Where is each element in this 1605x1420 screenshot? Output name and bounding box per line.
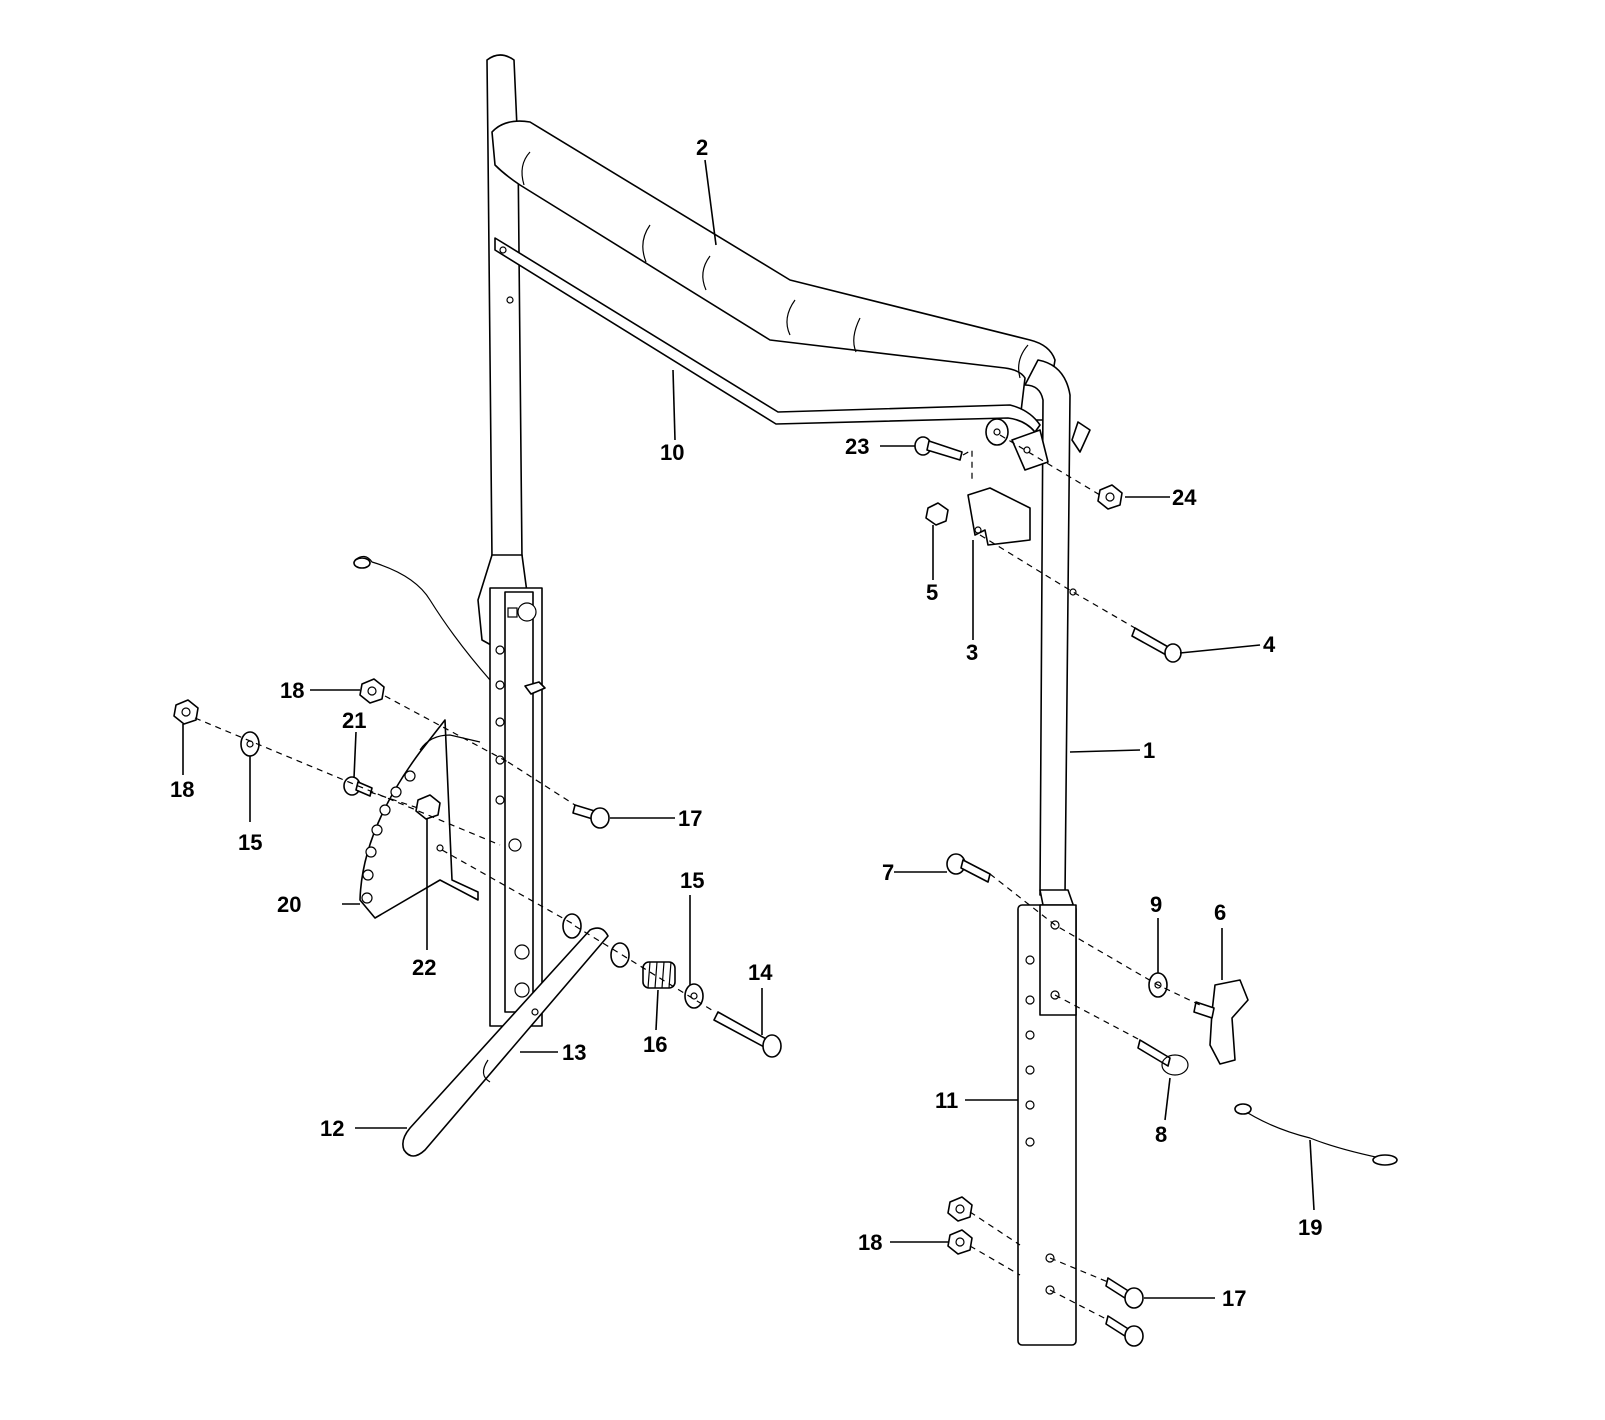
callout-17-left: 17 (678, 806, 702, 831)
bolt-4 (1131, 627, 1182, 663)
knob-6 (1193, 979, 1249, 1065)
washer-lever (562, 913, 630, 968)
bracket (967, 487, 1031, 546)
callout-18-right: 18 (858, 1230, 882, 1255)
callout-10: 10 (660, 440, 684, 465)
leader-lines (182, 159, 1315, 1299)
bolt-17-right-b (1105, 1315, 1144, 1347)
callout-19: 19 (1298, 1215, 1322, 1240)
cable-19 (1234, 1103, 1398, 1166)
bolt-7 (946, 853, 991, 883)
assembly-lines (194, 434, 1201, 1321)
nut-24 (1097, 484, 1123, 510)
callout-9: 9 (1150, 892, 1162, 917)
callout-18-left: 18 (170, 777, 194, 802)
callout-5: 5 (926, 580, 938, 605)
spring-16 (642, 961, 676, 989)
handle-bar (486, 54, 1056, 561)
sector-plate (359, 719, 481, 919)
callout-labels: 2 10 23 24 5 3 4 1 18 18 21 15 20 22 17 … (170, 135, 1322, 1311)
callout-15-right: 15 (680, 868, 704, 893)
callout-12: 12 (320, 1116, 344, 1141)
bolt-14 (713, 1011, 782, 1058)
right-upright (1017, 359, 1077, 1346)
callout-11: 11 (935, 1088, 958, 1113)
callout-15-left: 15 (238, 830, 262, 855)
washer-15-right (684, 983, 704, 1009)
callout-24: 24 (1172, 485, 1197, 510)
pin-8 (1137, 1039, 1189, 1076)
callout-4: 4 (1263, 632, 1276, 657)
callout-22: 22 (412, 955, 436, 980)
callout-1: 1 (1143, 738, 1155, 763)
callout-8: 8 (1155, 1122, 1167, 1147)
lever (402, 927, 609, 1157)
bolt-17-left (572, 804, 610, 829)
callout-3: 3 (966, 640, 978, 665)
callout-6: 6 (1214, 900, 1226, 925)
nut-18-mid (359, 678, 385, 704)
callout-23: 23 (845, 434, 869, 459)
bolt-17-right-a (1105, 1277, 1144, 1309)
pivot-plates (985, 418, 1091, 471)
callout-7: 7 (882, 860, 894, 885)
callout-16: 16 (643, 1032, 667, 1057)
callout-13: 13 (562, 1040, 586, 1065)
callout-20: 20 (277, 892, 301, 917)
callout-14: 14 (748, 960, 773, 985)
nut-18-right-b (947, 1229, 973, 1255)
nut-18-right-a (947, 1196, 973, 1222)
nut-5 (925, 502, 949, 526)
nut-18-left (173, 699, 199, 725)
callout-17-right: 17 (1222, 1286, 1246, 1311)
callout-21: 21 (342, 708, 366, 733)
cable-upper (353, 555, 491, 681)
callout-2: 2 (696, 135, 708, 160)
left-upright (477, 246, 546, 1027)
bolt-23 (914, 436, 963, 461)
callout-18-mid: 18 (280, 678, 304, 703)
